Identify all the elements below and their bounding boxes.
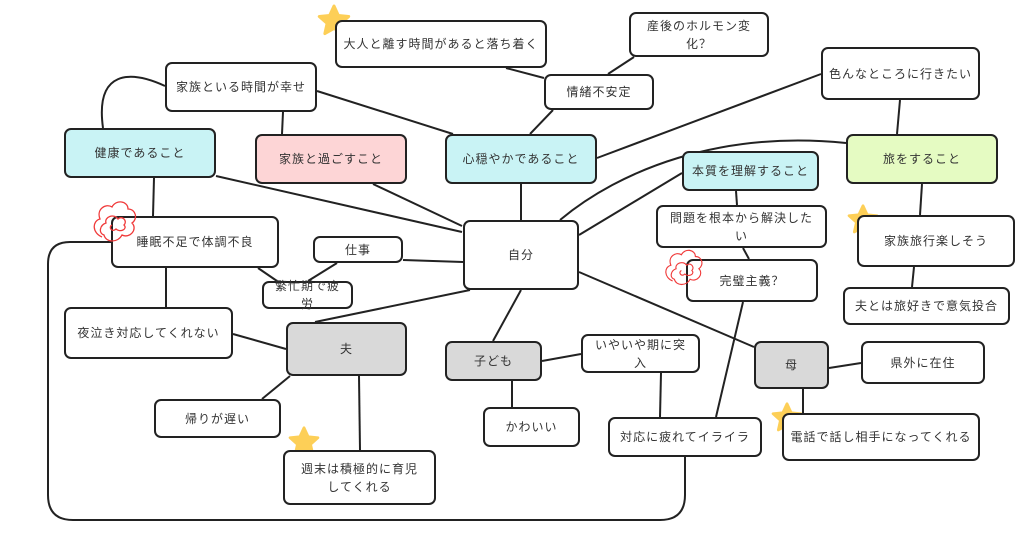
- connector: [261, 375, 291, 400]
- node-husband-travel[interactable]: 夫とは旅好きで意気投合: [843, 287, 1010, 325]
- star-icon: [288, 426, 320, 456]
- connector: [314, 289, 471, 323]
- connector: [559, 139, 847, 221]
- scribble-icon: [93, 201, 137, 242]
- node-travel[interactable]: 旅をすること: [846, 134, 998, 184]
- connector: [735, 190, 738, 206]
- connector: [100, 75, 166, 129]
- connector: [232, 333, 287, 350]
- connector: [257, 267, 278, 282]
- connector: [607, 56, 635, 75]
- connector: [742, 247, 750, 260]
- node-go-places[interactable]: 色んなところに行きたい: [821, 47, 980, 100]
- connector: [316, 90, 454, 135]
- node-terrible-twos[interactable]: いやいや期に突入: [581, 334, 700, 373]
- connector: [281, 111, 284, 135]
- node-calm-mind[interactable]: 心穏やかであること: [445, 134, 597, 184]
- node-phone-talk[interactable]: 電話で話し相手になってくれる: [782, 413, 980, 461]
- connector: [919, 183, 923, 216]
- connector: [505, 67, 545, 79]
- node-husband[interactable]: 夫: [286, 322, 407, 376]
- connector: [492, 289, 522, 342]
- node-weekend-childcare[interactable]: 週末は積極的に育児してくれる: [283, 450, 436, 505]
- connector: [578, 271, 755, 348]
- node-child[interactable]: 子ども: [445, 341, 542, 381]
- connector: [578, 172, 683, 236]
- connector: [358, 375, 361, 451]
- node-hormone[interactable]: 産後のホルモン変化？: [629, 12, 769, 57]
- connector: [715, 301, 744, 418]
- node-emotional-unstable[interactable]: 情緒不安定: [544, 74, 654, 110]
- connector: [828, 362, 862, 369]
- node-night-cry[interactable]: 夜泣き対応してくれない: [64, 307, 233, 359]
- loop-connector: [47, 241, 686, 521]
- connector: [911, 266, 915, 288]
- node-solve-root[interactable]: 問題を根本から解決したい: [656, 205, 827, 248]
- node-understand-essence[interactable]: 本質を理解すること: [682, 151, 819, 191]
- node-cute[interactable]: かわいい: [483, 407, 580, 447]
- connector: [529, 109, 554, 135]
- node-relax-alone[interactable]: 大人と離す時間があると落ち着く: [335, 20, 547, 68]
- node-healthy[interactable]: 健康であること: [64, 128, 216, 178]
- connector: [372, 183, 463, 227]
- node-family-trip[interactable]: 家族旅行楽しそう: [857, 215, 1015, 267]
- connector: [152, 177, 155, 217]
- node-mother[interactable]: 母: [754, 341, 829, 389]
- node-perfectionism[interactable]: 完璧主義？: [686, 259, 818, 302]
- node-busy-fatigue[interactable]: 繁忙期で疲労: [262, 279, 353, 311]
- node-center-self[interactable]: 自分: [463, 220, 579, 290]
- node-sleep-lack[interactable]: 睡眠不足で体調不良: [111, 216, 279, 268]
- connector: [541, 353, 582, 362]
- node-work[interactable]: 仕事: [313, 236, 403, 263]
- scribble-icon: [665, 249, 703, 286]
- node-family-together[interactable]: 家族と過ごすこと: [255, 134, 407, 184]
- node-tired-irritated[interactable]: 対応に疲れてイライラ: [608, 417, 762, 457]
- connector: [896, 99, 901, 135]
- node-family-time-happy[interactable]: 家族といる時間が幸せ: [165, 62, 317, 112]
- connector: [307, 262, 338, 282]
- connector: [215, 175, 463, 233]
- connector: [596, 73, 822, 159]
- connector: [659, 372, 662, 418]
- node-late-home[interactable]: 帰りが遅い: [154, 399, 281, 438]
- node-lives-away[interactable]: 県外に在住: [861, 341, 985, 384]
- connector: [402, 259, 464, 263]
